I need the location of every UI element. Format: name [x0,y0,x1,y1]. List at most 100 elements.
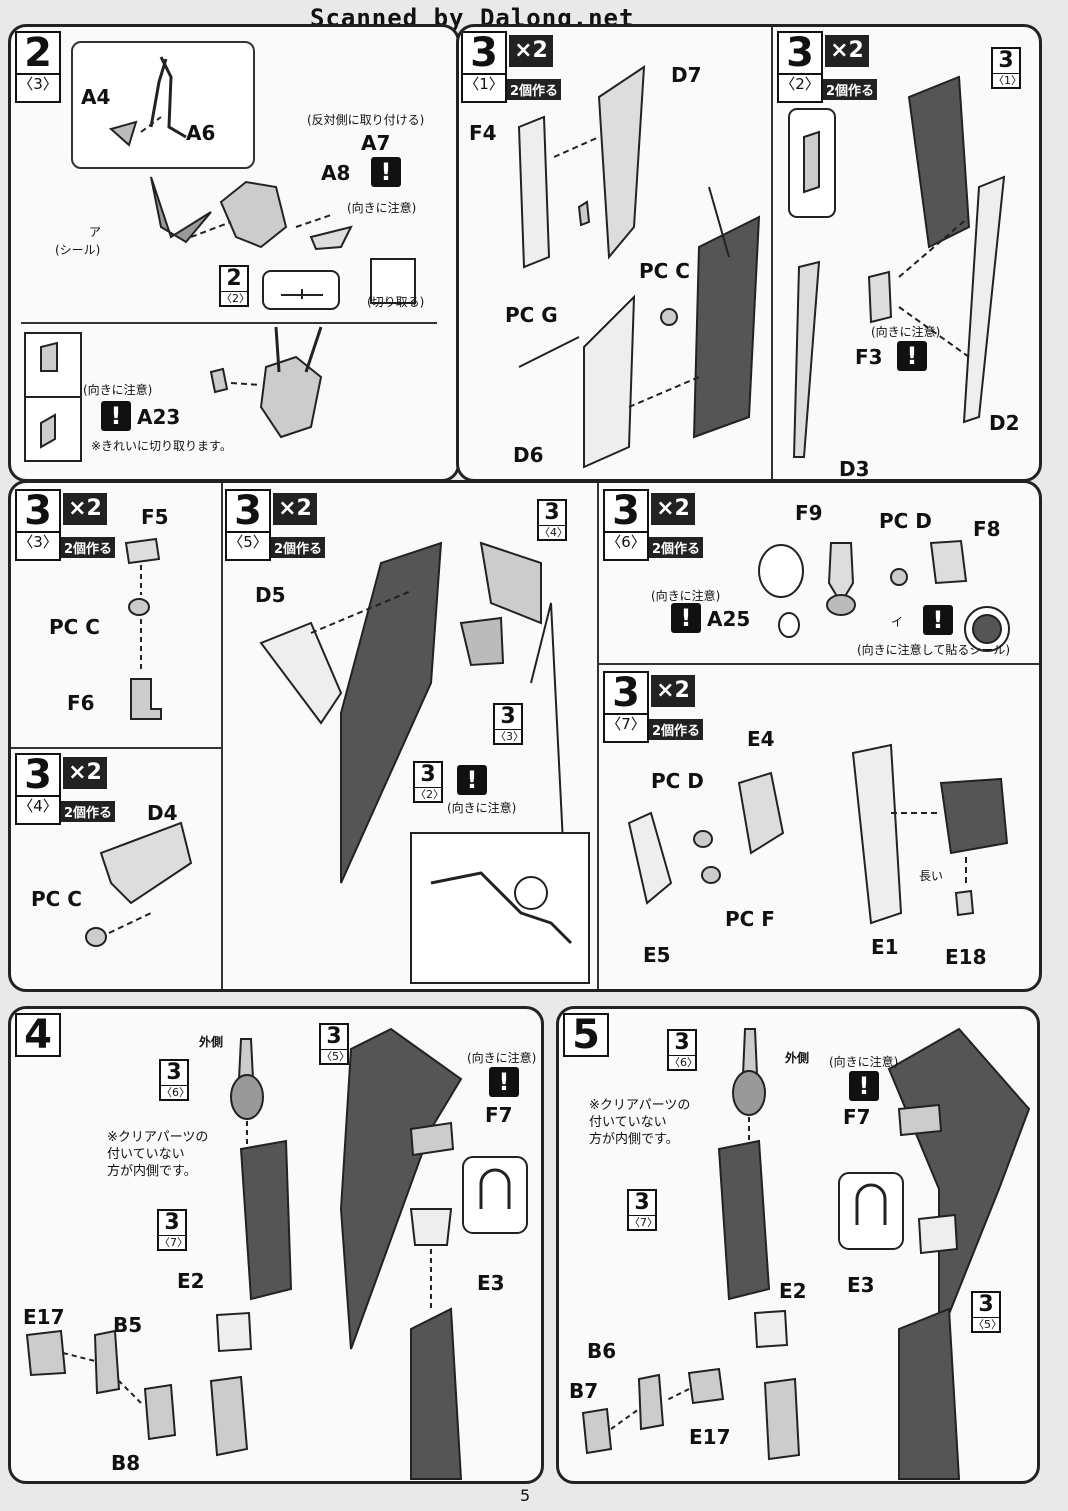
step-3-4-illustration [85,821,193,947]
ref-step-3-7: 3 〈7〉 [627,1189,658,1231]
x2-badge: ×2 [651,493,695,525]
label-pc-c: PC C [31,887,82,911]
divider [221,483,223,989]
x2-badge: ×2 [651,675,695,707]
label-e3: E3 [477,1271,505,1295]
step-num: 2 [24,30,52,76]
caution-icon: ! [457,765,487,795]
note-opposite: (反対側に取り付ける) [307,113,425,127]
caution-icon: ! [371,157,401,187]
step-3-6-illustration [758,539,1010,652]
note-seal: (向きに注意して貼るシール) [857,643,1011,657]
x2-badge: ×2 [509,35,553,67]
note-orientation: (向きに注意) [829,1055,899,1069]
note-seal: (シール) [55,243,101,257]
step-number: 3 〈1〉 [461,31,507,103]
label-f4: F4 [469,121,497,145]
step-3-7-illustration [627,743,1009,925]
step-5-illustration [581,1027,1031,1480]
label-b5: B5 [113,1313,143,1337]
caution-icon: ! [671,603,701,633]
make-two: 2個作る [507,79,562,100]
step-number: 3 〈6〉 [603,489,649,561]
seal-code: ア [89,225,102,239]
label-a8: A8 [321,161,351,185]
step-3-middle-panel: 3 〈3〉 ×2 2個作る F5 PC C F6 3 〈4〉 ×2 2個作る D… [8,480,1042,992]
label-b7: B7 [569,1379,599,1403]
x2-badge: ×2 [273,493,317,525]
divider [597,663,1039,665]
step-4-panel: 4 外側 3 〈6〉 ※クリアパーツの 付いていない 方が内側です。 3 〈7〉… [8,1006,544,1484]
step-number: 3 〈3〉 [15,489,61,561]
label-pc-f: PC F [725,907,775,931]
label-f8: F8 [973,517,1001,541]
step-number: 2 〈3〉 [15,31,61,103]
ref-step-3-5: 3 〈5〉 [319,1023,350,1065]
label-f3: F3 [855,345,883,369]
note-clean-cut: ※きれいに切り取ります。 [91,439,232,453]
caution-icon: ! [489,1067,519,1097]
ref-step-3-1: 3 〈1〉 [991,47,1022,89]
x2-badge: ×2 [63,757,107,789]
label-d3: D3 [839,457,870,481]
step-2-panel: 2 〈3〉 A4 A6 (反対側に取り付ける) A7 A8 ! (向きに注意) … [8,24,460,482]
label-e17: E17 [23,1305,65,1329]
note-orientation: (向きに注意) [347,201,417,215]
ref-step-3-6: 3 〈6〉 [159,1059,190,1101]
divider [771,27,773,479]
step-2-illustration [21,56,437,462]
label-b6: B6 [587,1339,617,1363]
step-4-illustration [25,1027,528,1480]
label-a25: A25 [707,607,751,631]
step-number: 3 〈5〉 [225,489,271,561]
step-3-2-illustration [788,75,1006,458]
label-f9: F9 [795,501,823,525]
seal-code: イ [891,615,904,629]
step-sub: 〈3〉 [17,73,59,93]
step-number: 3 〈7〉 [603,671,649,743]
clear-parts-note: ※クリアパーツの 付いていない 方が内側です。 [589,1098,691,1147]
make-two: 2個作る [823,79,878,100]
outer-side: 外側 [199,1035,224,1049]
make-two: 2個作る [61,537,116,558]
label-b8: B8 [111,1451,141,1475]
label-pc-d: PC D [651,769,704,793]
step-number: 3 〈4〉 [15,753,61,825]
label-a7: A7 [361,131,391,155]
note-long: 長い [919,869,944,883]
make-two: 2個作る [271,537,326,558]
step-3-1-illustration [517,65,761,469]
step-5-panel: 5 3 〈6〉 外側 ※クリアパーツの 付いていない 方が内側です。 3 〈7〉… [556,1006,1040,1484]
label-e2: E2 [779,1279,807,1303]
label-e18: E18 [945,945,987,969]
make-two: 2個作る [649,719,704,740]
note-orientation: (向きに注意) [447,801,517,815]
divider [597,483,599,989]
ref-step-3-7: 3 〈7〉 [157,1209,188,1251]
x2-badge: ×2 [825,35,869,67]
label-d2: D2 [989,411,1020,435]
label-a23: A23 [137,405,181,429]
label-e3: E3 [847,1273,875,1297]
label-d6: D6 [513,443,544,467]
label-pc-g: PC G [505,303,558,327]
caution-icon: ! [897,341,927,371]
caution-icon-2: ! [923,605,953,635]
divider [11,747,221,749]
label-f5: F5 [141,505,169,529]
label-a4: A4 [81,85,111,109]
caution-icon: ! [849,1071,879,1101]
label-d4: D4 [147,801,178,825]
step-3-upper-panel: 3 〈1〉 ×2 2個作る F4 D7 PC C PC G D6 3 〈2〉 ×… [456,24,1042,482]
label-pc-c: PC C [639,259,690,283]
step-3-5-illustration [259,541,590,984]
step-number: 3 〈2〉 [777,31,823,103]
label-e1: E1 [871,935,899,959]
label-e5: E5 [643,943,671,967]
ref-step-2-2: 2 〈2〉 [219,265,250,307]
note-cut: (切り取る) [367,295,425,309]
label-e17: E17 [689,1425,731,1449]
note-orientation: (向きに注意) [651,589,721,603]
label-f6: F6 [67,691,95,715]
page-number: 5 [520,1486,531,1505]
